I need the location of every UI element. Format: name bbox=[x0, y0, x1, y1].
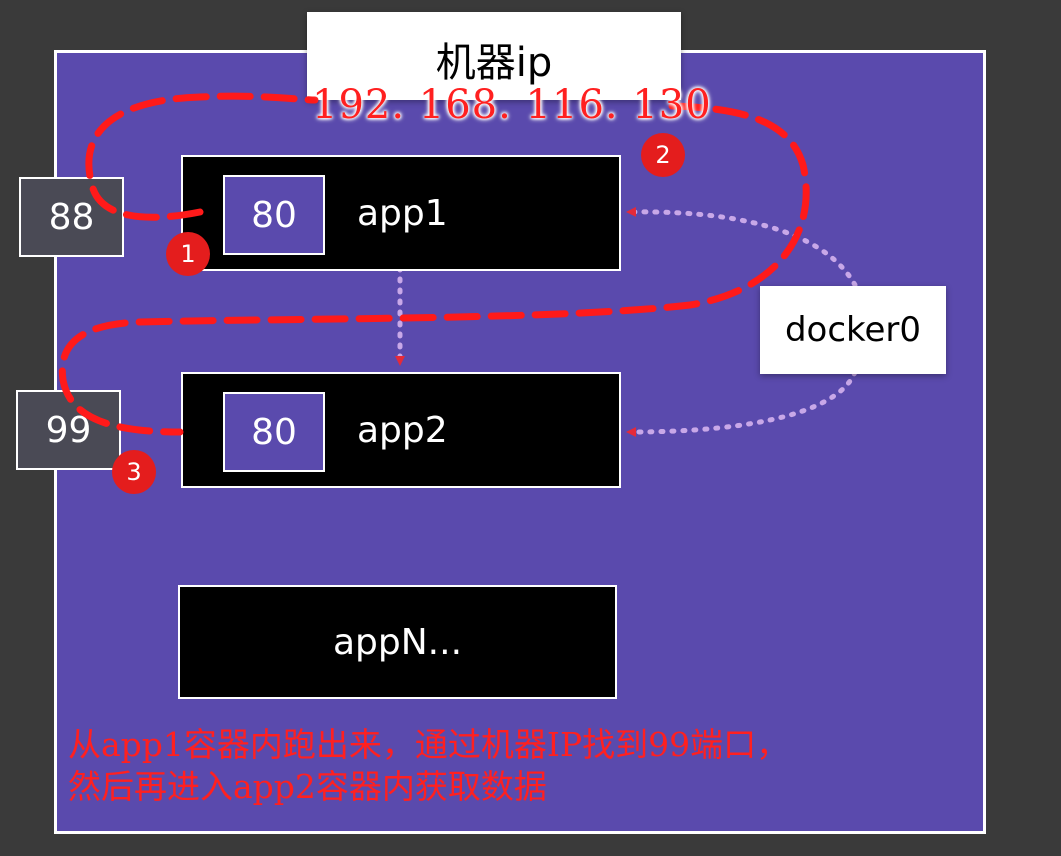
step-1-label: 1 bbox=[180, 240, 196, 268]
step-3-badge: 3 bbox=[112, 450, 156, 494]
docker0-label: docker0 bbox=[784, 310, 922, 350]
app1-container: 80 app1 bbox=[181, 155, 621, 271]
app1-container-port: 80 bbox=[223, 175, 325, 255]
explanation-note: 从app1容器内跑出来，通过机器IP找到99端口， 然后再进入app2容器内获取… bbox=[68, 724, 789, 808]
note-line-2: 然后再进入app2容器内获取数据 bbox=[68, 767, 547, 806]
step-2-label: 2 bbox=[655, 141, 671, 169]
app2-name: app2 bbox=[357, 410, 448, 451]
host-port-88: 88 bbox=[19, 177, 124, 257]
app1-port-label: 80 bbox=[251, 194, 297, 236]
note-line-1: 从app1容器内跑出来，通过机器IP找到99端口， bbox=[68, 725, 790, 764]
appN-name: appN... bbox=[332, 621, 463, 663]
machine-ip-label: 机器ip bbox=[307, 12, 681, 100]
app1-name: app1 bbox=[357, 193, 448, 234]
app2-container: 80 app2 bbox=[181, 372, 621, 488]
docker0-bridge: docker0 bbox=[760, 286, 946, 374]
host-port-99-label: 99 bbox=[45, 409, 92, 451]
appN-container: appN... bbox=[178, 585, 617, 699]
step-1-badge: 1 bbox=[166, 232, 210, 276]
host-port-99: 99 bbox=[16, 390, 121, 470]
app2-port-label: 80 bbox=[251, 411, 297, 453]
machine-ip-address: 192. 168. 116. 130 bbox=[312, 82, 712, 128]
app2-container-port: 80 bbox=[223, 392, 325, 472]
host-port-88-label: 88 bbox=[48, 196, 95, 238]
step-3-label: 3 bbox=[126, 458, 142, 486]
step-2-badge: 2 bbox=[641, 133, 685, 177]
machine-title: 机器ip bbox=[435, 40, 553, 86]
